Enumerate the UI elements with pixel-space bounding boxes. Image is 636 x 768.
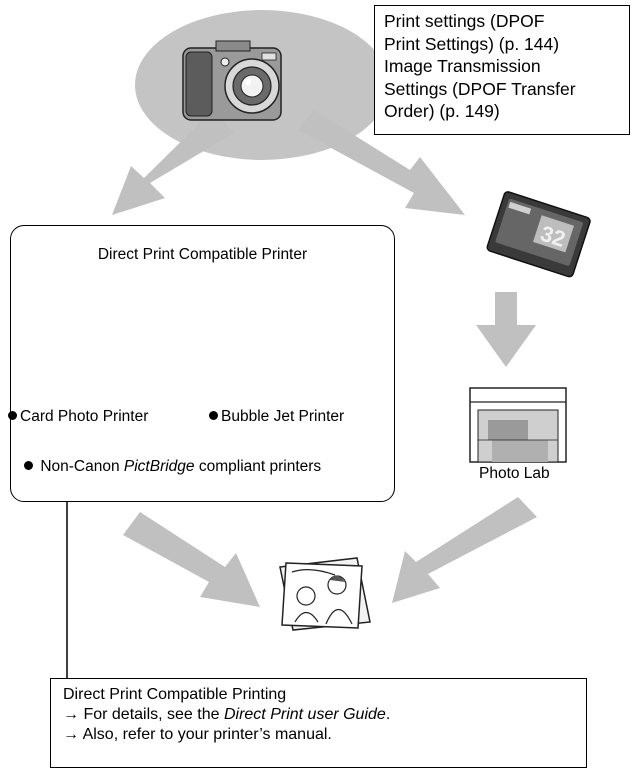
dpof-settings-callout: Print settings (DPOF Print Settings) (p.… <box>374 5 630 135</box>
callout-line: Print settings (DPOF <box>384 11 545 31</box>
bullet-icon <box>8 411 17 420</box>
footer-manual-line: → Also, refer to your printer’s manual. <box>63 726 332 743</box>
footer-heading: Direct Print Compatible Printing <box>63 686 287 703</box>
footer-details-line: → For details, see the Direct Print user… <box>63 706 391 723</box>
flow-arrows <box>112 110 537 607</box>
bullet-icon <box>24 461 33 470</box>
arrow-camera-to-printer <box>112 110 234 215</box>
photo-prints-icon <box>279 557 371 631</box>
callout-line: Order) (p. 149) <box>384 101 500 121</box>
photo-lab-icon <box>469 387 567 463</box>
camera-icon <box>182 40 282 121</box>
card-photo-printer-label: Card Photo Printer <box>8 408 148 426</box>
photo-lab-label: Photo Lab <box>479 465 550 482</box>
memory-card-icon: 32 <box>486 191 591 278</box>
direct-print-info-box: Direct Print Compatible Printing → For d… <box>50 678 587 768</box>
arrow-camera-to-card <box>298 110 465 215</box>
callout-line: Settings (DPOF Transfer <box>384 78 576 99</box>
arrow-card-to-lab <box>476 292 536 367</box>
non-canon-printers-label: Non-Canon PictBridge compliant printers <box>24 458 321 476</box>
panel-title: Direct Print Compatible Printer <box>97 246 308 263</box>
callout-line: Image Transmission <box>384 56 541 76</box>
bullet-icon <box>209 411 218 420</box>
direct-print-printer-panel: Direct Print Compatible Printer Card Pho… <box>8 225 395 502</box>
arrow-lab-to-prints <box>392 497 537 603</box>
callout-line: Print Settings) (p. 144) <box>384 33 560 54</box>
bubble-jet-printer-label: Bubble Jet Printer <box>209 408 344 426</box>
arrow-printer-to-prints <box>123 512 260 607</box>
